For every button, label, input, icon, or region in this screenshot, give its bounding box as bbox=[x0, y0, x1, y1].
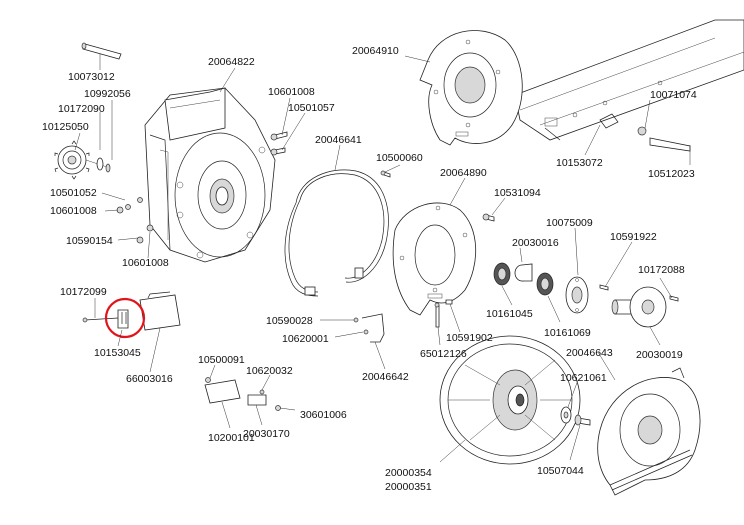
bearings bbox=[493, 262, 554, 296]
shaft-pin bbox=[81, 42, 122, 60]
label-10500060: 10500060 bbox=[376, 152, 423, 164]
frame-rail bbox=[514, 19, 744, 152]
label-20030016: 20030016 bbox=[512, 237, 559, 249]
small-plate bbox=[204, 377, 281, 411]
label-65012126: 65012126 bbox=[420, 348, 467, 360]
screw-10500060 bbox=[380, 170, 391, 178]
label-20064910: 20064910 bbox=[352, 45, 399, 57]
label-10507044: 10507044 bbox=[537, 465, 584, 477]
housing-bolts bbox=[116, 131, 288, 244]
label-10590154: 10590154 bbox=[66, 235, 113, 247]
label-10620032: 10620032 bbox=[246, 365, 293, 377]
main-housing bbox=[144, 87, 276, 263]
label-10591922: 10591922 bbox=[610, 231, 657, 243]
label-10601008-a: 10601008 bbox=[268, 86, 315, 98]
label-66003016: 66003016 bbox=[126, 373, 173, 385]
pin bbox=[434, 299, 453, 328]
leader-lines bbox=[74, 54, 691, 463]
label-10501057: 10501057 bbox=[288, 102, 335, 114]
flange bbox=[565, 276, 609, 314]
label-10621061: 10621061 bbox=[560, 372, 607, 384]
label-10601008-b: 10601008 bbox=[50, 205, 97, 217]
label-10620001: 10620001 bbox=[282, 333, 329, 345]
lever-assembly bbox=[82, 291, 181, 331]
label-20000351: 20000351 bbox=[385, 481, 432, 493]
label-10501052: 10501052 bbox=[50, 187, 97, 199]
label-10591902: 10591902 bbox=[446, 332, 493, 344]
label-10075009: 10075009 bbox=[546, 217, 593, 229]
cover-plate-middle bbox=[392, 202, 477, 316]
cover-plate-top bbox=[419, 30, 523, 146]
label-10512023: 10512023 bbox=[648, 168, 695, 180]
label-10172088: 10172088 bbox=[638, 264, 685, 276]
label-10153045: 10153045 bbox=[94, 347, 141, 359]
fan-guard bbox=[597, 367, 701, 496]
label-10153072: 10153072 bbox=[556, 157, 603, 169]
washer-bolt bbox=[560, 406, 591, 426]
label-10125050: 10125050 bbox=[42, 121, 89, 133]
label-10590028: 10590028 bbox=[266, 315, 313, 327]
label-20046642: 20046642 bbox=[362, 371, 409, 383]
label-10161069: 10161069 bbox=[544, 327, 591, 339]
label-10531094: 10531094 bbox=[494, 187, 541, 199]
label-20030170: 20030170 bbox=[243, 428, 290, 440]
label-20046643: 20046643 bbox=[566, 347, 613, 359]
part-labels: 10073012 10992056 10172090 10125050 2006… bbox=[42, 45, 697, 493]
screw-10531094 bbox=[482, 213, 495, 222]
output-shaft bbox=[611, 286, 679, 328]
label-10073012: 10073012 bbox=[68, 71, 115, 83]
label-10601008-c: 10601008 bbox=[122, 257, 169, 269]
label-10500091: 10500091 bbox=[198, 354, 245, 366]
label-10172099: 10172099 bbox=[60, 286, 107, 298]
label-30601006: 30601006 bbox=[300, 409, 347, 421]
sprocket bbox=[54, 140, 111, 180]
label-20064890: 20064890 bbox=[440, 167, 487, 179]
label-20046641: 20046641 bbox=[315, 134, 362, 146]
label-10172090: 10172090 bbox=[58, 103, 105, 115]
highlight-ring bbox=[104, 297, 146, 339]
band-ring bbox=[284, 169, 389, 297]
fan-wheel bbox=[439, 335, 581, 465]
label-20000354: 20000354 bbox=[385, 467, 432, 479]
label-10200101: 10200101 bbox=[208, 432, 255, 444]
label-20064822: 20064822 bbox=[208, 56, 255, 68]
label-10992056: 10992056 bbox=[84, 88, 131, 100]
bracket-clip bbox=[353, 313, 385, 343]
label-10161045: 10161045 bbox=[486, 308, 533, 320]
label-10071074: 10071074 bbox=[650, 89, 697, 101]
label-20030019: 20030019 bbox=[636, 349, 683, 361]
